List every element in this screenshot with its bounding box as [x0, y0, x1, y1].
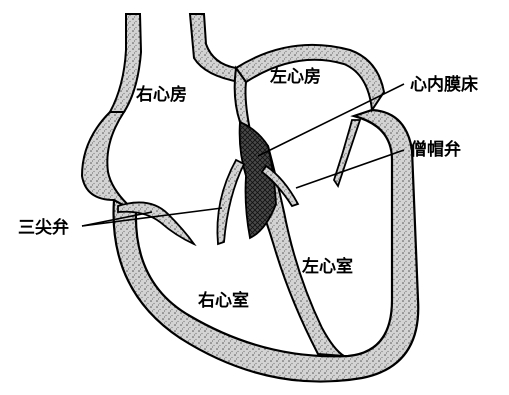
leader-mitral — [296, 150, 404, 188]
label-left-ventricle: 左心室 — [302, 256, 353, 277]
label-endocardium: 心内膜床 — [410, 74, 479, 95]
label-right-atrium: 右心房 — [136, 84, 187, 105]
right-atrium-wall — [82, 112, 136, 212]
mitral-leaflet-lateral — [334, 120, 360, 186]
label-right-ventricle: 右心室 — [198, 290, 249, 311]
label-left-atrium: 左心房 — [270, 66, 321, 87]
label-tricuspid-valve: 三尖弁 — [18, 217, 69, 238]
label-mitral-valve: 僧帽弁 — [410, 139, 461, 160]
tricuspid-leaflet-inner — [217, 160, 244, 244]
pulmonary-vessel — [190, 14, 240, 82]
